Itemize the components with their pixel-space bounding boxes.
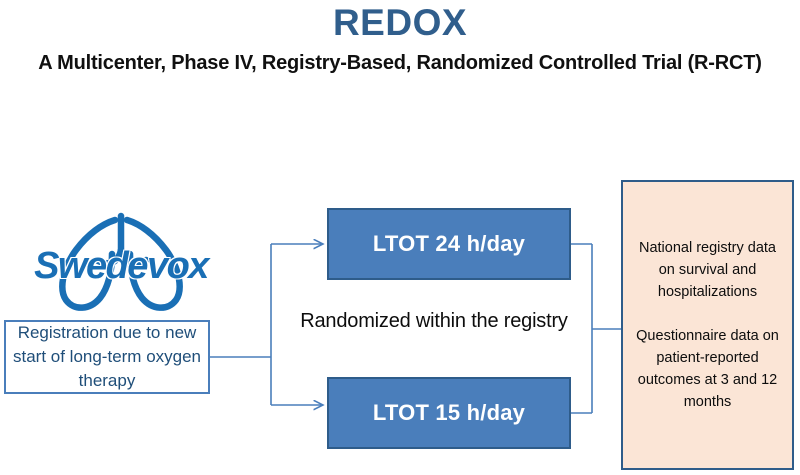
arm-box-ltot-15: LTOT 15 h/day <box>327 377 571 449</box>
swedevox-logo: Swedevox <box>32 210 210 322</box>
registration-box: Registration due to new start of long-te… <box>4 320 210 394</box>
lungs-icon <box>59 212 183 311</box>
outcomes-paragraph-registry: National registry data on survival and h… <box>638 240 776 300</box>
outcomes-panel: National registry data on survival and h… <box>621 180 794 470</box>
arm-label-ltot-24: LTOT 24 h/day <box>372 231 526 256</box>
outcomes-paragraph-questionnaire: Questionnaire data on patient-reported o… <box>636 328 779 410</box>
registration-text: Registration due to new start of long-te… <box>12 323 202 390</box>
arm-box-ltot-24: LTOT 24 h/day <box>327 208 571 280</box>
page-title: REDOX <box>332 2 468 43</box>
page-subtitle: A Multicenter, Phase IV, Registry-Based,… <box>38 52 762 74</box>
swedevox-wordmark: Swedevox <box>34 245 209 287</box>
arm-label-ltot-15: LTOT 15 h/day <box>372 400 526 425</box>
randomization-label: Randomized within the registry <box>300 310 568 332</box>
